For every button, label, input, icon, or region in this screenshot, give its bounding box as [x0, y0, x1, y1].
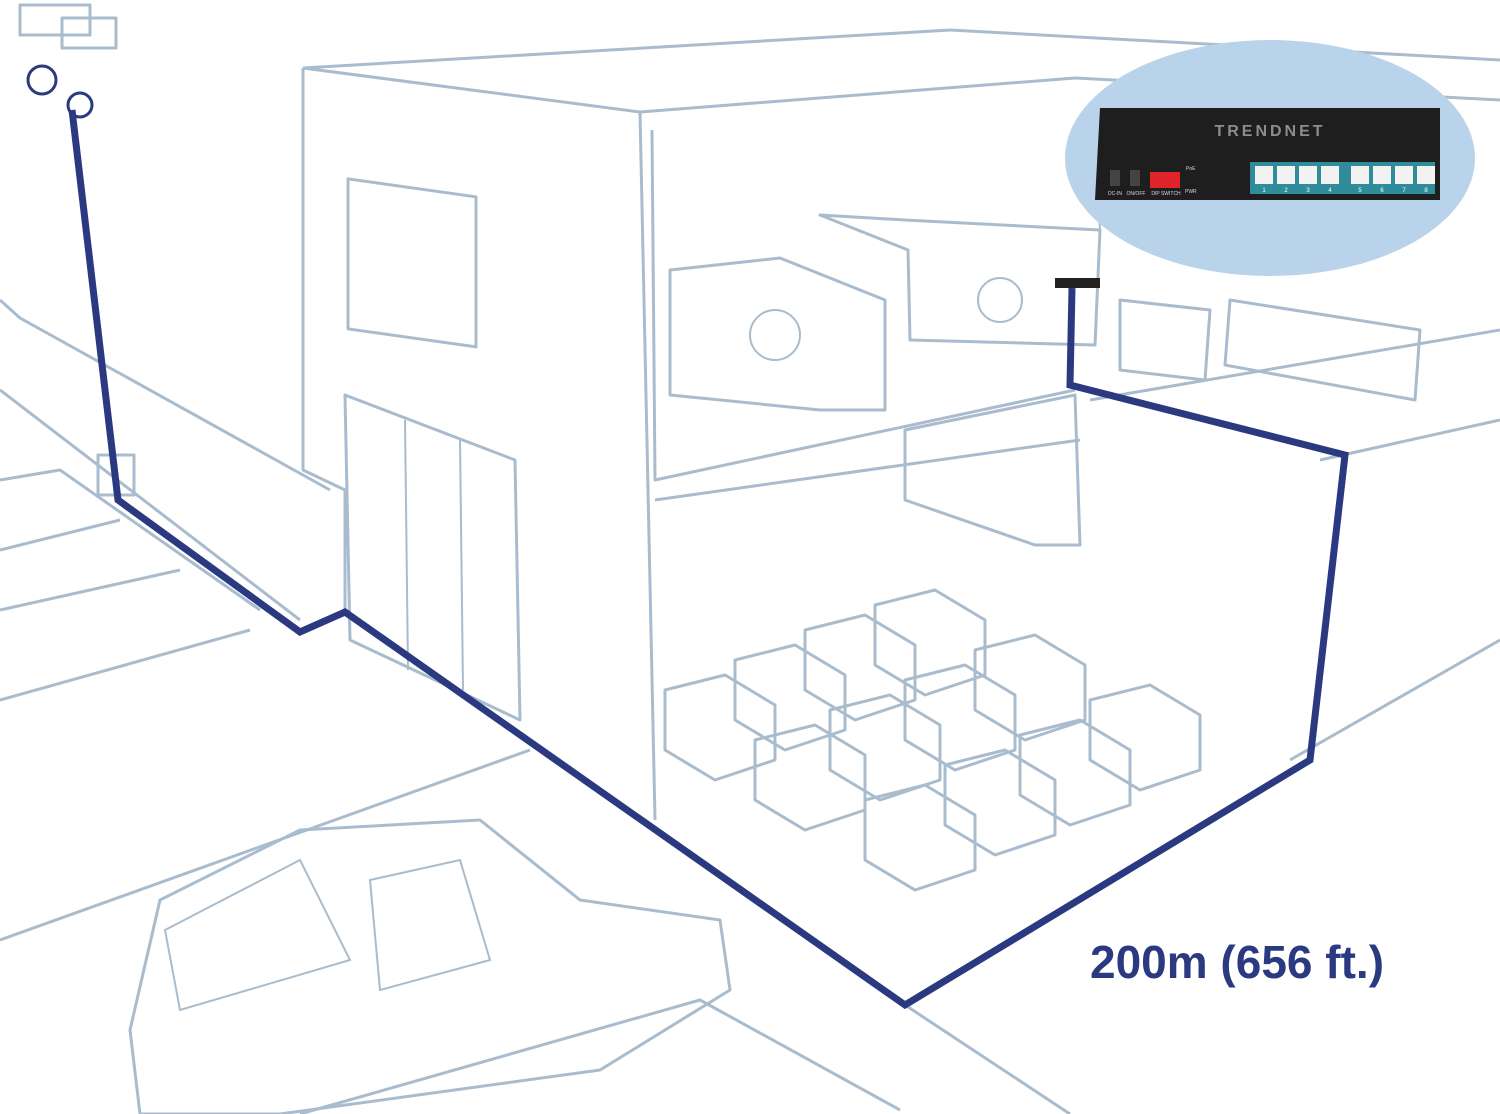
ethernet-port [1417, 166, 1435, 184]
brand-logo: TRENDNET [1214, 123, 1325, 140]
power-switch [1130, 170, 1140, 186]
dc-in-label: DC-IN [1108, 191, 1122, 197]
car [128, 818, 732, 1114]
on-off-label: ON/OFF [1127, 191, 1146, 197]
switch-callout: TRENDNET DC-IN ON/OFF DIP SWITCH PoE PWR… [1065, 40, 1475, 276]
port-number: 5 [1358, 188, 1362, 194]
pwr-label: PWR [1185, 189, 1197, 195]
pallet [1018, 718, 1132, 827]
building [301, 28, 1500, 1114]
warehouse-storage [663, 393, 1202, 892]
ethernet-port [1277, 166, 1295, 184]
port-number: 2 [1284, 188, 1288, 194]
dip-switch-label: DIP SWITCH [1151, 191, 1181, 197]
port-number: 7 [1402, 188, 1406, 194]
pallet [1088, 683, 1202, 792]
ethernet-port [1351, 166, 1369, 184]
ethernet-port [1299, 166, 1317, 184]
pallet [903, 663, 1017, 772]
port-number: 8 [1424, 188, 1428, 194]
port-number: 3 [1306, 188, 1310, 194]
ethernet-cable [68, 109, 1349, 1010]
pallet [828, 693, 942, 802]
ethernet-port [1255, 166, 1273, 184]
pallet [873, 588, 987, 697]
pallet [863, 783, 977, 892]
camera-icon [26, 64, 58, 96]
switch-small-icon [1055, 278, 1100, 288]
parking-lot [0, 298, 901, 1114]
pallet [733, 643, 847, 752]
port-number: 1 [1262, 188, 1266, 194]
pallet [943, 748, 1057, 857]
pallet [803, 613, 917, 722]
port-number: 4 [1328, 188, 1332, 194]
dip-switch [1150, 172, 1180, 188]
port-number: 6 [1380, 188, 1384, 194]
camera-pole [18, 3, 136, 497]
pallet [663, 673, 777, 782]
distance-label: 200m (656 ft.) [1090, 936, 1385, 988]
office-cubicles [668, 213, 1422, 412]
ethernet-port [1321, 166, 1339, 184]
pallet [973, 633, 1087, 742]
poe-label: PoE [1186, 166, 1196, 172]
dc-in-jack [1110, 170, 1120, 186]
ethernet-port [1395, 166, 1413, 184]
ethernet-port [1373, 166, 1391, 184]
